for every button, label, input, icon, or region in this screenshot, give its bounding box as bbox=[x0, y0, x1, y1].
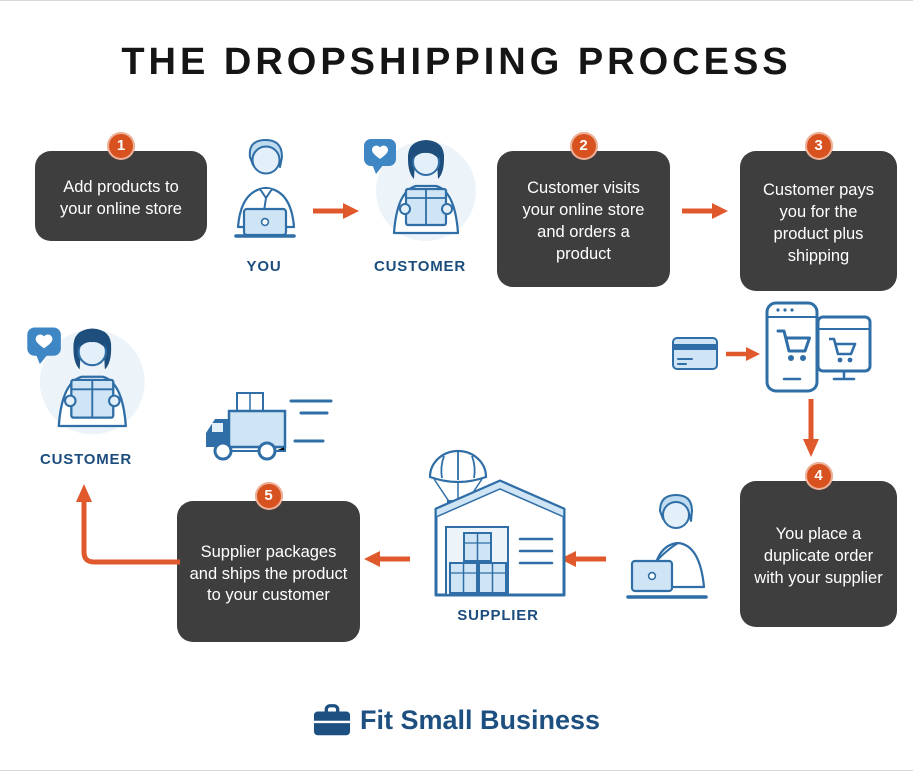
arrow-down-icon bbox=[802, 399, 820, 457]
step-1-badge: 1 bbox=[107, 132, 135, 160]
delivery-truck-icon bbox=[203, 391, 333, 465]
credit-card-icon bbox=[672, 337, 718, 370]
supplier-label: SUPPLIER bbox=[457, 607, 539, 624]
customer-holding-box-icon bbox=[364, 129, 476, 253]
customer-top-label: CUSTOMER bbox=[374, 258, 466, 275]
arrow-right-icon bbox=[682, 202, 728, 220]
step-4-box: 4 You place a duplicate order with your … bbox=[740, 462, 897, 627]
brand-logo: Fit Small Business bbox=[0, 703, 913, 737]
step-1-box: 1 Add products to your online store bbox=[35, 132, 207, 241]
step-2-badge: 2 bbox=[569, 132, 598, 160]
step-5-badge: 5 bbox=[254, 482, 283, 510]
customer-left-label: CUSTOMER bbox=[40, 451, 132, 468]
arrow-right-icon bbox=[313, 202, 359, 220]
step-4-text: You place a duplicate order with your su… bbox=[754, 525, 883, 587]
step-3-box: 3 Customer pays you for the product plus… bbox=[740, 132, 897, 291]
step-2-text: Customer visits your online store and or… bbox=[522, 179, 645, 263]
briefcase-icon bbox=[313, 703, 351, 737]
step-5-box: 5 Supplier packages and ships the produc… bbox=[177, 482, 360, 642]
step-1-text: Add products to your online store bbox=[60, 178, 182, 218]
warehouse-parachute-icon bbox=[426, 447, 570, 609]
person-at-laptop-icon bbox=[626, 491, 720, 613]
store-cart-icon bbox=[816, 315, 872, 383]
step-3-text: Customer pays you for the product plus s… bbox=[763, 181, 874, 265]
arrow-right-icon bbox=[726, 346, 760, 362]
arrow-left-icon bbox=[364, 550, 410, 568]
step-3-badge: 3 bbox=[804, 132, 833, 160]
you-label: YOU bbox=[246, 258, 282, 275]
step-5-text: Supplier packages and ships the product … bbox=[189, 542, 348, 605]
phone-cart-icon bbox=[764, 301, 820, 393]
step-2-box: 2 Customer visits your online store and … bbox=[497, 132, 670, 287]
arrow-up-left-icon bbox=[72, 478, 180, 574]
brand-logo-text: Fit Small Business bbox=[359, 704, 601, 735]
person-at-laptop-icon bbox=[224, 135, 304, 251]
step-4-badge: 4 bbox=[804, 462, 833, 490]
page-title: THE DROPSHIPPING PROCESS bbox=[121, 41, 792, 83]
arrow-left-icon bbox=[560, 550, 606, 568]
customer-holding-box-icon bbox=[26, 317, 146, 447]
